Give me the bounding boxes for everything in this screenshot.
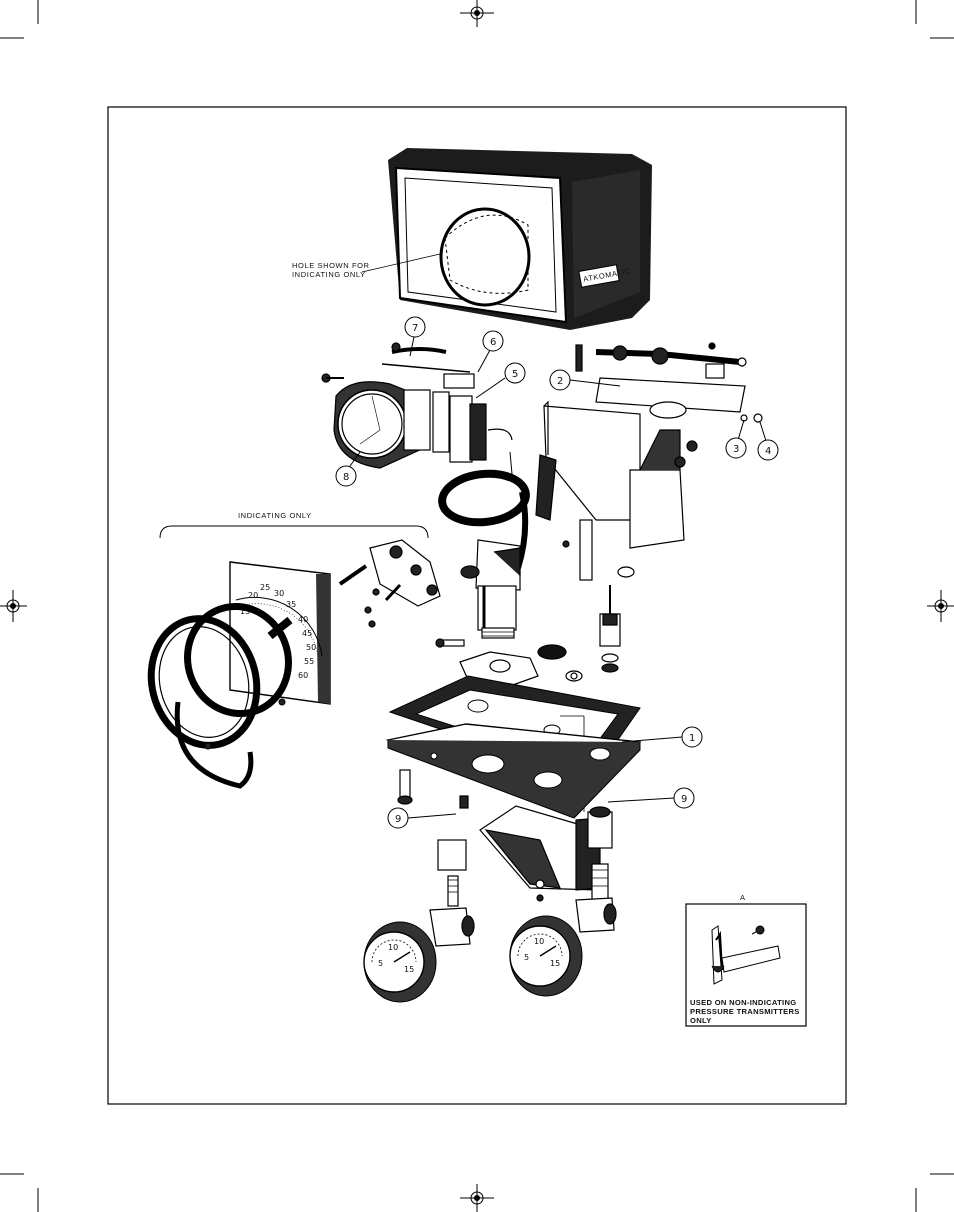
indicating-linkage <box>340 540 440 627</box>
pressure-gauge-left <box>364 922 436 1002</box>
dial-label: 45 <box>302 629 312 638</box>
dial-label: 55 <box>304 657 314 666</box>
callout-number: 6 <box>490 337 496 348</box>
callout-number: 8 <box>343 472 349 483</box>
callout-number: 2 <box>557 376 563 387</box>
pressure-gauge-right <box>510 916 582 996</box>
inset-letter: A <box>740 893 746 902</box>
hole-note-line2: INDICATING ONLY <box>292 270 366 279</box>
gauge-left-label: 15 <box>404 965 414 974</box>
dial-label: 35 <box>286 600 296 609</box>
indicating-brace <box>160 526 428 538</box>
indicating-only-label: INDICATING ONLY <box>238 511 312 520</box>
gauge-left-label: 5 <box>378 959 383 968</box>
registration-mark-right <box>927 590 954 622</box>
callout-number: 9 <box>681 794 687 805</box>
callout-number: 5 <box>512 369 518 380</box>
base-plate <box>388 724 640 818</box>
dial-label: 25 <box>260 583 270 592</box>
gauge-right-label: 10 <box>534 937 544 946</box>
dial-label: 40 <box>298 615 308 624</box>
callout-number: 7 <box>412 323 418 334</box>
inset-note-line1: USED ON NON-INDICATING <box>690 998 796 1007</box>
dial-label: 50 <box>306 643 316 652</box>
registration-mark-top <box>460 0 494 27</box>
cover-case: ATKOMATIC <box>388 148 652 330</box>
dial-label: 20 <box>248 591 258 600</box>
callout-number: 3 <box>733 444 739 455</box>
gauge-left-label: 10 <box>388 943 398 952</box>
cover-window-hole <box>441 209 529 305</box>
gauge-right-label: 5 <box>524 953 529 962</box>
callout-number: 1 <box>689 733 695 744</box>
upper-mechanism <box>536 343 762 672</box>
hole-note-line1: HOLE SHOWN FOR <box>292 261 370 270</box>
gauge-right-label: 15 <box>550 959 560 968</box>
inset-note-line3: ONLY <box>690 1016 712 1025</box>
registration-mark-left <box>0 590 27 622</box>
registration-mark-bottom <box>460 1184 494 1212</box>
callout-number: 4 <box>765 446 771 457</box>
dial-label: 60 <box>298 671 308 680</box>
inset-note-line2: PRESSURE TRANSMITTERS <box>690 1007 800 1016</box>
dial-label: 30 <box>274 589 284 598</box>
center-column <box>436 470 582 686</box>
callout-number: 9 <box>395 814 401 825</box>
